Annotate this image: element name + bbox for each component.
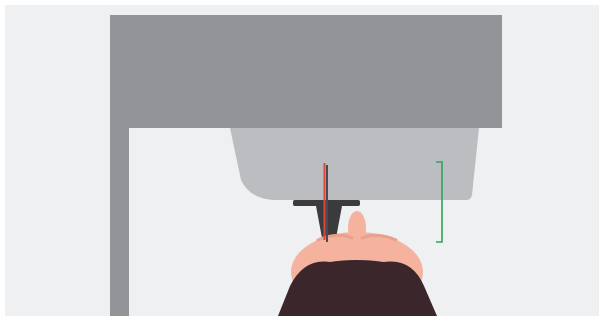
green-range-bracket-icon	[436, 161, 443, 243]
hair	[278, 260, 437, 316]
cabinet-body	[110, 15, 502, 316]
person-head	[278, 211, 437, 316]
nozzle-stem	[316, 206, 342, 238]
hood-underside	[230, 128, 479, 200]
eye-shading	[316, 233, 398, 242]
